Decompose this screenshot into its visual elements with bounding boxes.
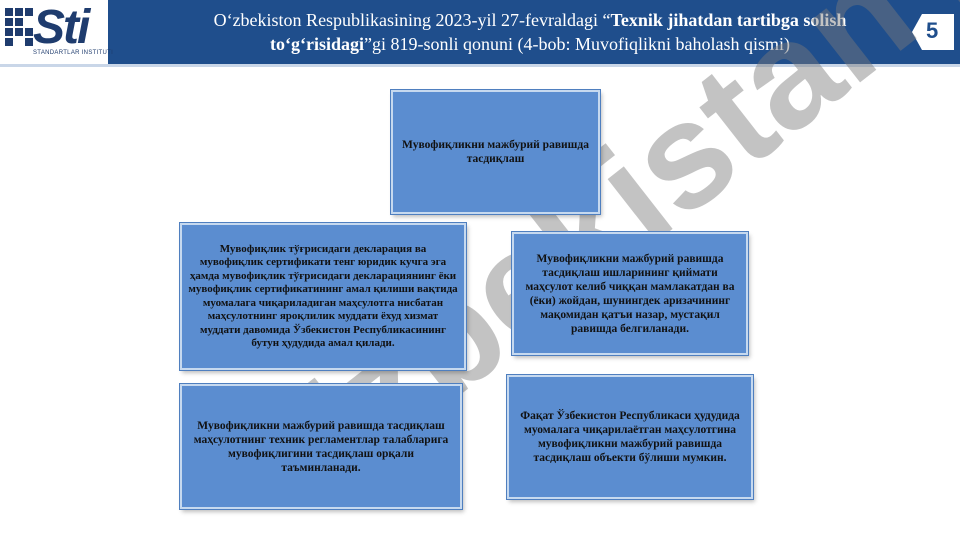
box-mandatory-confirmation: Мувофиқликни мажбурий равишда тасдиқлаш [390, 89, 601, 215]
box-cost-determination-text: Мувофиқликни мажбурий равишда тасдиқлаш … [525, 252, 735, 335]
title-bold-2: to‘g‘risidagi [270, 34, 364, 54]
box-technical-regulations: Мувофиқликни мажбурий равишда тасдиқлаш … [179, 383, 463, 510]
title-bold-1: Texnik jihatdan tartibga solish [610, 10, 847, 30]
slide-title: O‘zbekiston Respublikasining 2023-yil 27… [150, 8, 910, 56]
badge-shape-icon [912, 14, 954, 50]
box-technical-regulations-text: Мувофиқликни мажбурий равишда тасдиқлаш … [193, 419, 449, 474]
sti-logo: Sti STANDARTLAR INSTITUTI [0, 0, 113, 64]
box-mandatory-confirmation-text: Мувофиқликни мажбурий равишда тасдиқлаш [402, 139, 589, 165]
title-rest: ”gi 819-sonli qonuni (4-bob: Muvofiqlikn… [364, 34, 790, 54]
logo-subtitle: STANDARTLAR INSTITUTI [33, 50, 114, 56]
box-cost-determination: Мувофиқликни мажбурий равишда тасдиқлаш … [511, 231, 749, 356]
box-declaration-validity-text: Мувофиқлик тўғрисидаги декларация ва мув… [188, 242, 458, 350]
box-object-scope-text: Фақат Ўзбекистон Республикаси ҳудудида м… [520, 410, 740, 464]
box-declaration-validity: Мувофиқлик тўғрисидаги декларация ва мув… [179, 222, 467, 371]
box-object-scope: Фақат Ўзбекистон Республикаси ҳудудида м… [506, 374, 754, 500]
slide-number-badge: 5 [904, 14, 954, 50]
logo-text: Sti [33, 1, 90, 54]
logo-squares-icon [5, 8, 35, 52]
title-prefix: O‘zbekiston Respublikasining 2023-yil 27… [213, 10, 611, 30]
header-bar: Sti STANDARTLAR INSTITUTI O‘zbekiston Re… [0, 0, 960, 67]
slide-number: 5 [926, 18, 939, 43]
